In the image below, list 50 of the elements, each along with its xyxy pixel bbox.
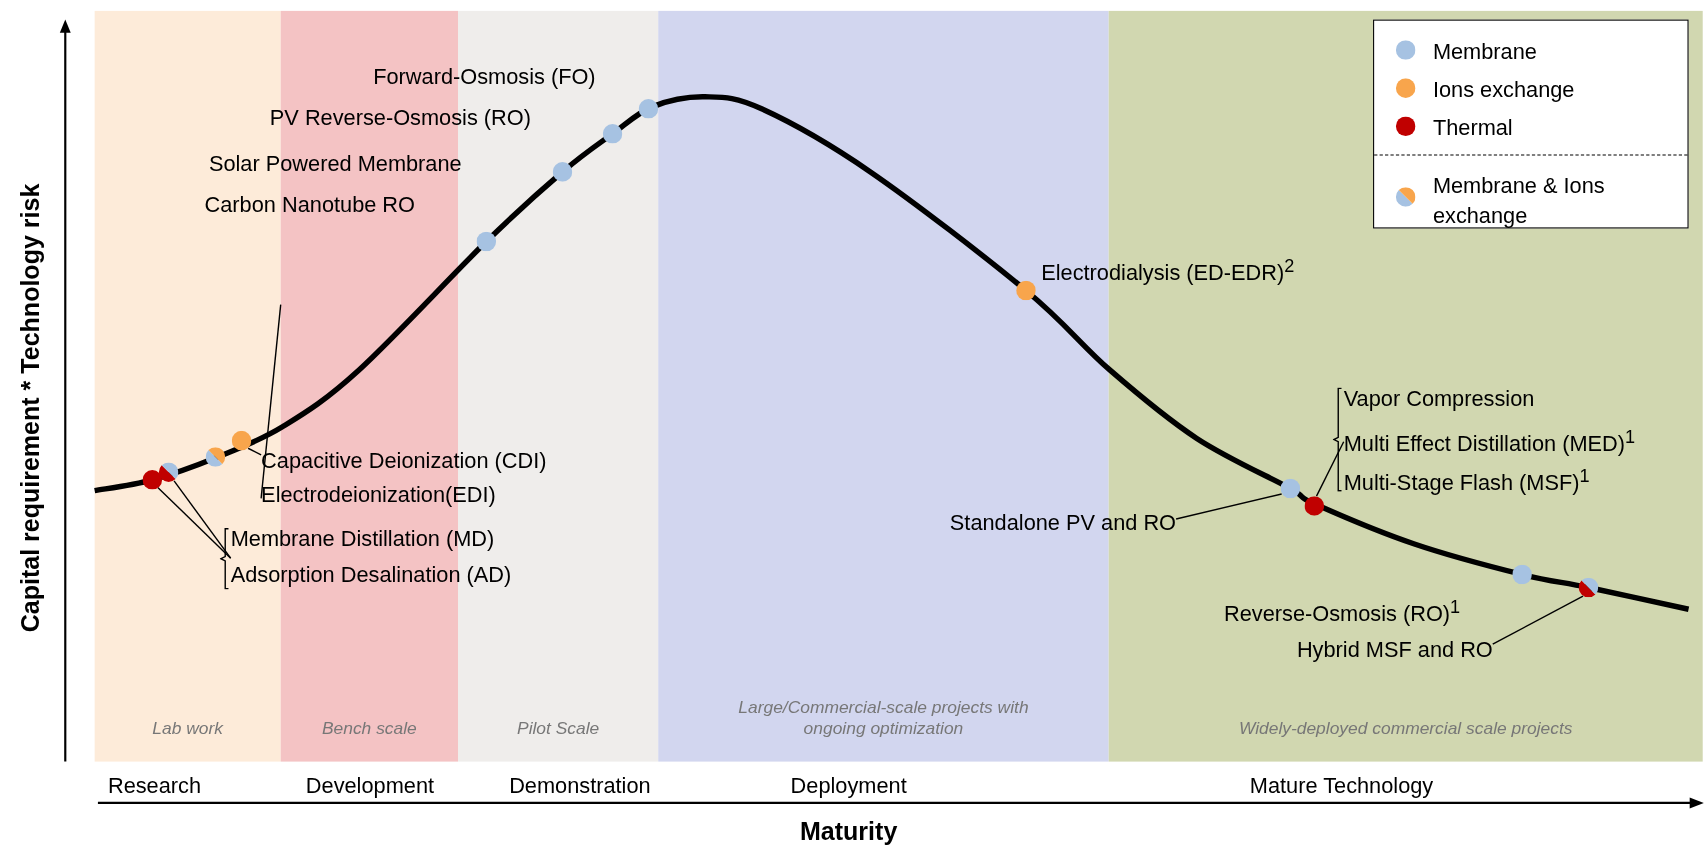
membrane-marker [476,231,497,252]
stage-name: Research [107,772,202,799]
technology-name: Multi-Stage Flash (MSF)$^{1}$ [1343,464,1590,496]
technology-name: Standalone PV and RO [949,509,1177,536]
ion-exchange-marker [1016,280,1036,301]
technology-name: Forward-Osmosis (FO) [373,63,596,90]
stage-name: Mature Technology [1249,772,1434,799]
technology-name: Carbon Nanotube RO [204,191,415,218]
technology-name: Multi Effect Distillation (MED)$^{1}$ [1343,425,1636,457]
leader-line [1492,595,1584,645]
membrane-marker [552,162,573,182]
technology-name: Vapor Compression [1343,385,1535,412]
technology-name: Electrodialysis (ED-EDR)$^{2}$ [1041,254,1295,286]
leader-line [157,486,232,559]
technology-name: Electrodeionization(EDI) [261,481,496,507]
leader-line [247,447,262,456]
ion-exchange-marker [231,430,252,451]
technology-name: Adsorption Desalination (AD) [230,561,512,588]
technology-name: Membrane Distillation (MD) [230,525,495,552]
stage-caption: Widely-deployed commercial scale projects [1237,718,1574,740]
stage-caption: Lab work [151,718,225,740]
hybrid-marker [205,447,226,467]
stage-caption: Large/Commercial-scale projects with ongoing optimization [737,696,1030,740]
membrane-marker [602,124,623,144]
axis-title: Capital requirement * Technology risk [17,183,44,633]
leader-line [260,303,282,499]
legend-label: Thermal [1432,114,1514,142]
stage-caption: Pilot Scale [516,718,601,740]
legend-label: Ions exchange [1432,76,1576,104]
technology-name: Hybrid MSF and RO [1296,636,1493,663]
stage-name: Deployment [790,772,907,799]
hybrid-marker [158,462,179,482]
stage-caption: Bench scale [320,718,418,740]
hybrid-marker [1578,577,1599,598]
leader-line [1315,441,1345,497]
legend-label: Membrane [1432,38,1538,66]
membrane-marker [638,99,659,119]
legend-label: Membrane & Ions exchange [1432,172,1606,230]
thermal-marker [142,470,163,490]
stage-name: Development [305,772,435,799]
technology-name: PV Reverse-Osmosis (RO) [269,104,531,131]
membrane-marker [1512,564,1532,585]
membrane-marker [1280,478,1301,499]
leader-line [1175,493,1283,520]
stage-name: Demonstration [509,772,651,799]
leader-line [173,480,232,559]
axis-title: Maturity [800,818,898,845]
thermal-marker [1304,496,1325,516]
technology-name: Solar Powered Membrane [208,150,462,177]
technology-name: Reverse-Osmosis (RO)$^{1}$ [1224,595,1461,627]
